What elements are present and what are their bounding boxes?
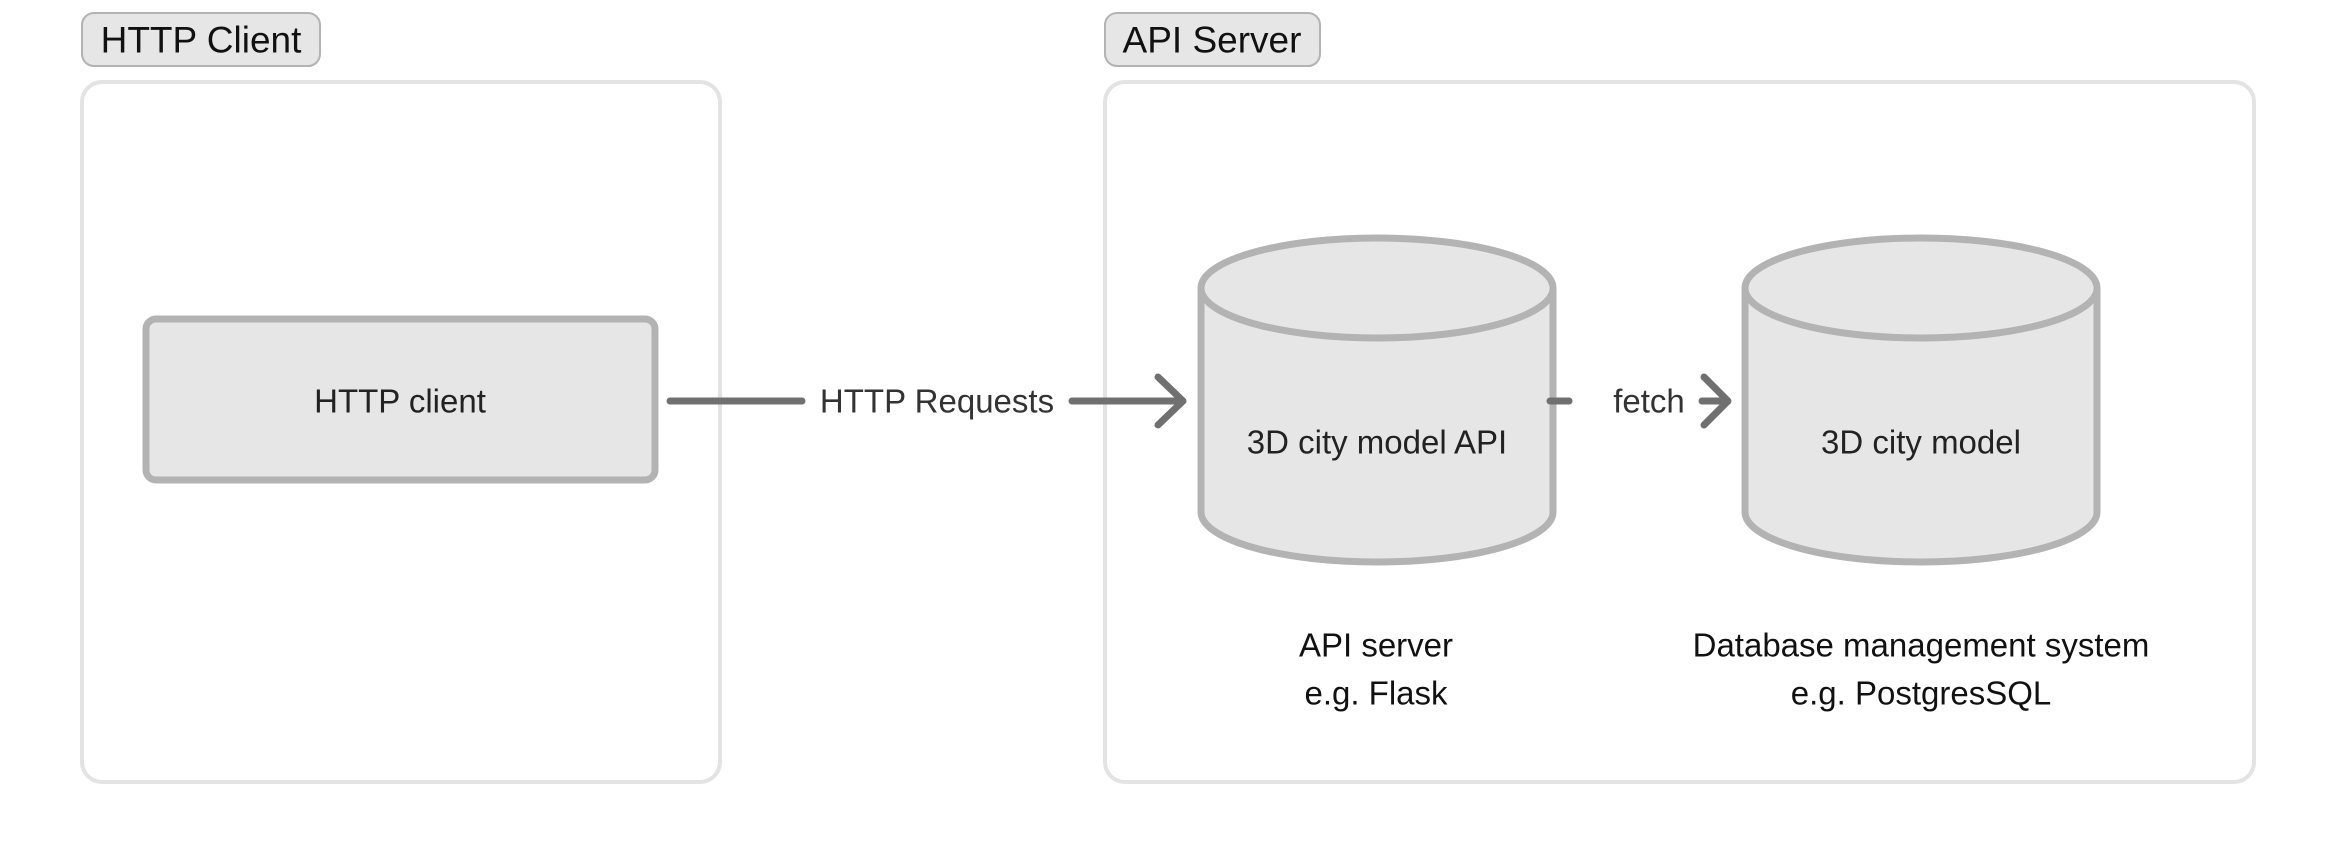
edge-http-requests-arrowhead: [1154, 373, 1187, 429]
caption-database-system: Database management system e.g. Postgres…: [1693, 627, 2150, 712]
node-city-model-top: [1741, 234, 2101, 342]
node-city-model-api-label: 3D city model API: [1247, 424, 1507, 461]
node-http-client: HTTP client: [142, 315, 659, 484]
group-api-server: API Server: [1103, 12, 2256, 784]
group-http-client-tag: [81, 12, 321, 67]
edge-fetch-label: fetch: [1613, 383, 1685, 420]
group-http-client-frame: [80, 80, 722, 784]
node-city-model-api-body: [1197, 288, 1557, 566]
group-api-server-title: API Server: [1123, 20, 1302, 61]
node-city-model-api-top: [1197, 234, 1557, 342]
caption-api-server: API server e.g. Flask: [1299, 627, 1453, 712]
caption-api-server-line2: e.g. Flask: [1304, 675, 1448, 712]
edge-fetch: fetch: [1546, 373, 1732, 429]
group-http-client: HTTP Client: [80, 12, 722, 784]
group-api-server-tag: [1104, 12, 1321, 67]
node-http-client-label: HTTP client: [314, 383, 486, 420]
group-http-client-title: HTTP Client: [101, 20, 303, 61]
group-api-server-frame: [1103, 80, 2256, 784]
node-city-model-label: 3D city model: [1821, 424, 2021, 461]
edge-http-requests-label: HTTP Requests: [820, 383, 1054, 420]
node-http-client-box: [142, 315, 659, 484]
caption-database-system-line1: Database management system: [1693, 627, 2150, 664]
caption-api-server-line1: API server: [1299, 627, 1453, 664]
node-city-model-body: [1741, 288, 2101, 566]
edge-fetch-arrowhead: [1700, 373, 1732, 429]
node-city-model: 3D city model: [1741, 234, 2101, 566]
edge-http-requests: HTTP Requests: [666, 373, 1187, 429]
node-city-model-api: 3D city model API: [1197, 234, 1557, 566]
caption-database-system-line2: e.g. PostgresSQL: [1791, 675, 2051, 712]
